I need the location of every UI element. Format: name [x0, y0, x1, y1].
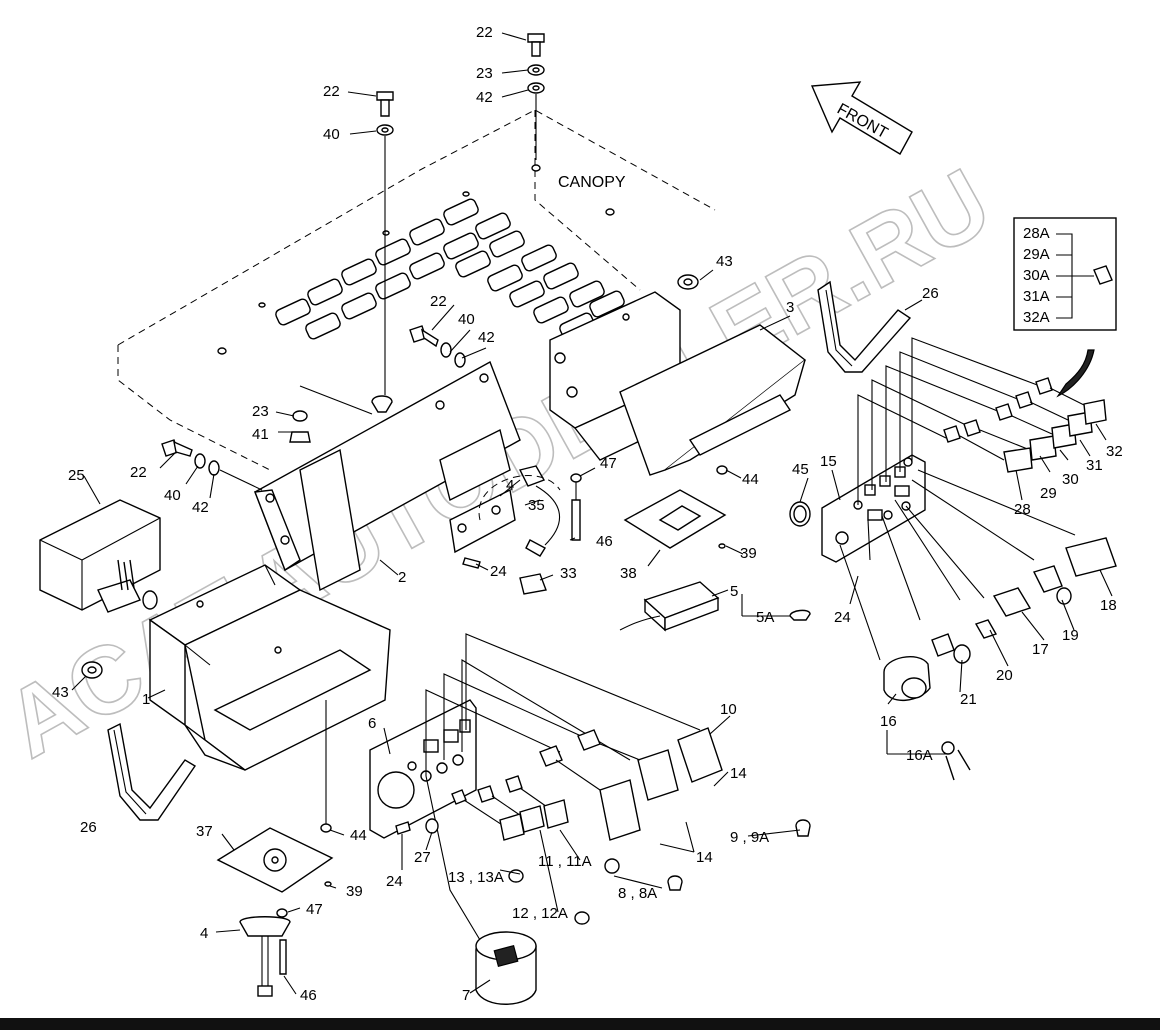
callout-5a: 5A	[756, 609, 774, 626]
callout-25: 25	[68, 467, 85, 484]
handle-26-lower	[107, 722, 196, 821]
callout-46-b: 46	[300, 987, 317, 1004]
bezel-38-and-light-5	[619, 465, 811, 632]
callout-26-b: 26	[80, 819, 97, 836]
callout-19: 19	[1062, 627, 1079, 644]
callout-24-a: 24	[490, 563, 507, 580]
front-arrow: FRONT	[810, 81, 913, 155]
legend-32a: 32A	[1023, 309, 1050, 326]
callout-2: 2	[398, 569, 406, 586]
canopy-holes	[217, 164, 625, 355]
callout-39-b: 39	[346, 883, 363, 900]
callout-12-12a: 12 , 12A	[512, 905, 568, 922]
harness-28-32	[857, 337, 1107, 505]
callout-24-c: 24	[386, 873, 403, 890]
callout-22-c: 22	[430, 293, 447, 310]
box-3	[549, 274, 807, 476]
callout-42-b: 42	[478, 329, 495, 346]
callout-1: 1	[142, 691, 150, 708]
callout-40-c: 40	[164, 487, 181, 504]
callout-24-b: 24	[834, 609, 851, 626]
callout-26-a: 26	[922, 285, 939, 302]
callout-43-b: 43	[52, 684, 69, 701]
callout-4-a: 4	[506, 477, 514, 494]
hardware-left	[161, 325, 466, 491]
callout-22-b: 22	[323, 83, 340, 100]
callout-29: 29	[1040, 485, 1057, 502]
callout-44-b: 44	[350, 827, 367, 844]
legend-28a: 28A	[1023, 225, 1050, 242]
callout-40-b: 40	[458, 311, 475, 328]
callout-17: 17	[1032, 641, 1049, 658]
box-25	[39, 499, 161, 613]
callout-20: 20	[996, 667, 1013, 684]
panel-6	[369, 633, 811, 1005]
bottom-border	[0, 1018, 1160, 1030]
callout-42-a: 42	[476, 89, 493, 106]
callout-23-a: 23	[476, 65, 493, 82]
callout-38: 38	[620, 565, 637, 582]
callout-33: 33	[560, 565, 577, 582]
callout-35: 35	[528, 497, 545, 514]
canopy-label: CANOPY	[558, 174, 626, 191]
middle-switch-group	[449, 465, 582, 595]
callout-41: 41	[252, 426, 269, 443]
callout-5: 5	[730, 583, 738, 600]
legend-31a: 31A	[1023, 288, 1050, 305]
callout-8-8a: 8 , 8A	[618, 885, 657, 902]
callout-9-9a: 9 , 9A	[730, 829, 769, 846]
callout-37: 37	[196, 823, 213, 840]
callout-7: 7	[462, 987, 470, 1004]
plate-37	[216, 700, 334, 997]
callout-10: 10	[720, 701, 737, 718]
handle-26-upper	[817, 280, 912, 373]
callout-6: 6	[368, 715, 376, 732]
canopy-outline: CANOPY	[117, 109, 716, 471]
callout-28: 28	[1014, 501, 1031, 518]
callout-4-b: 4	[200, 925, 208, 942]
callout-14-a: 14	[730, 765, 747, 782]
callout-31: 31	[1086, 457, 1103, 474]
callout-3: 3	[786, 299, 794, 316]
callout-11-11a: 11 , 11A	[538, 853, 592, 870]
callout-27: 27	[414, 849, 431, 866]
callout-32: 32	[1106, 443, 1123, 460]
legend-29a: 29A	[1023, 246, 1050, 263]
legend-box: 28A 29A 30A 31A 32A	[1013, 217, 1117, 398]
callout-39-a: 39	[740, 545, 757, 562]
hardware-top-stack	[376, 33, 545, 395]
callout-15: 15	[820, 453, 837, 470]
callout-18: 18	[1100, 597, 1117, 614]
bracket-2	[254, 360, 521, 592]
callout-16: 16	[880, 713, 897, 730]
box-1	[81, 564, 391, 771]
callout-23-b: 23	[252, 403, 269, 420]
callout-22-a: 22	[476, 24, 493, 41]
callout-30: 30	[1062, 471, 1079, 488]
callout-21: 21	[960, 691, 977, 708]
callout-13-13a: 13 , 13A	[448, 869, 504, 886]
callout-45: 45	[792, 461, 809, 478]
callout-47-a: 47	[600, 455, 617, 472]
callout-44-a: 44	[742, 471, 759, 488]
legend-30a: 30A	[1023, 267, 1050, 284]
callout-47-b: 47	[306, 901, 323, 918]
callout-43-a: 43	[716, 253, 733, 270]
callout-22-d: 22	[130, 464, 147, 481]
callout-16a: 16A	[906, 747, 933, 764]
switches-16-21	[839, 469, 1117, 781]
leader-lines	[71, 32, 1113, 995]
callout-42-c: 42	[192, 499, 209, 516]
callout-46-a: 46	[596, 533, 613, 550]
callout-14-b: 14	[696, 849, 713, 866]
callouts: 22 23 42 22 40 22 40 42 23 41 22 40 42 4…	[52, 24, 1123, 1004]
callout-40-a: 40	[323, 126, 340, 143]
